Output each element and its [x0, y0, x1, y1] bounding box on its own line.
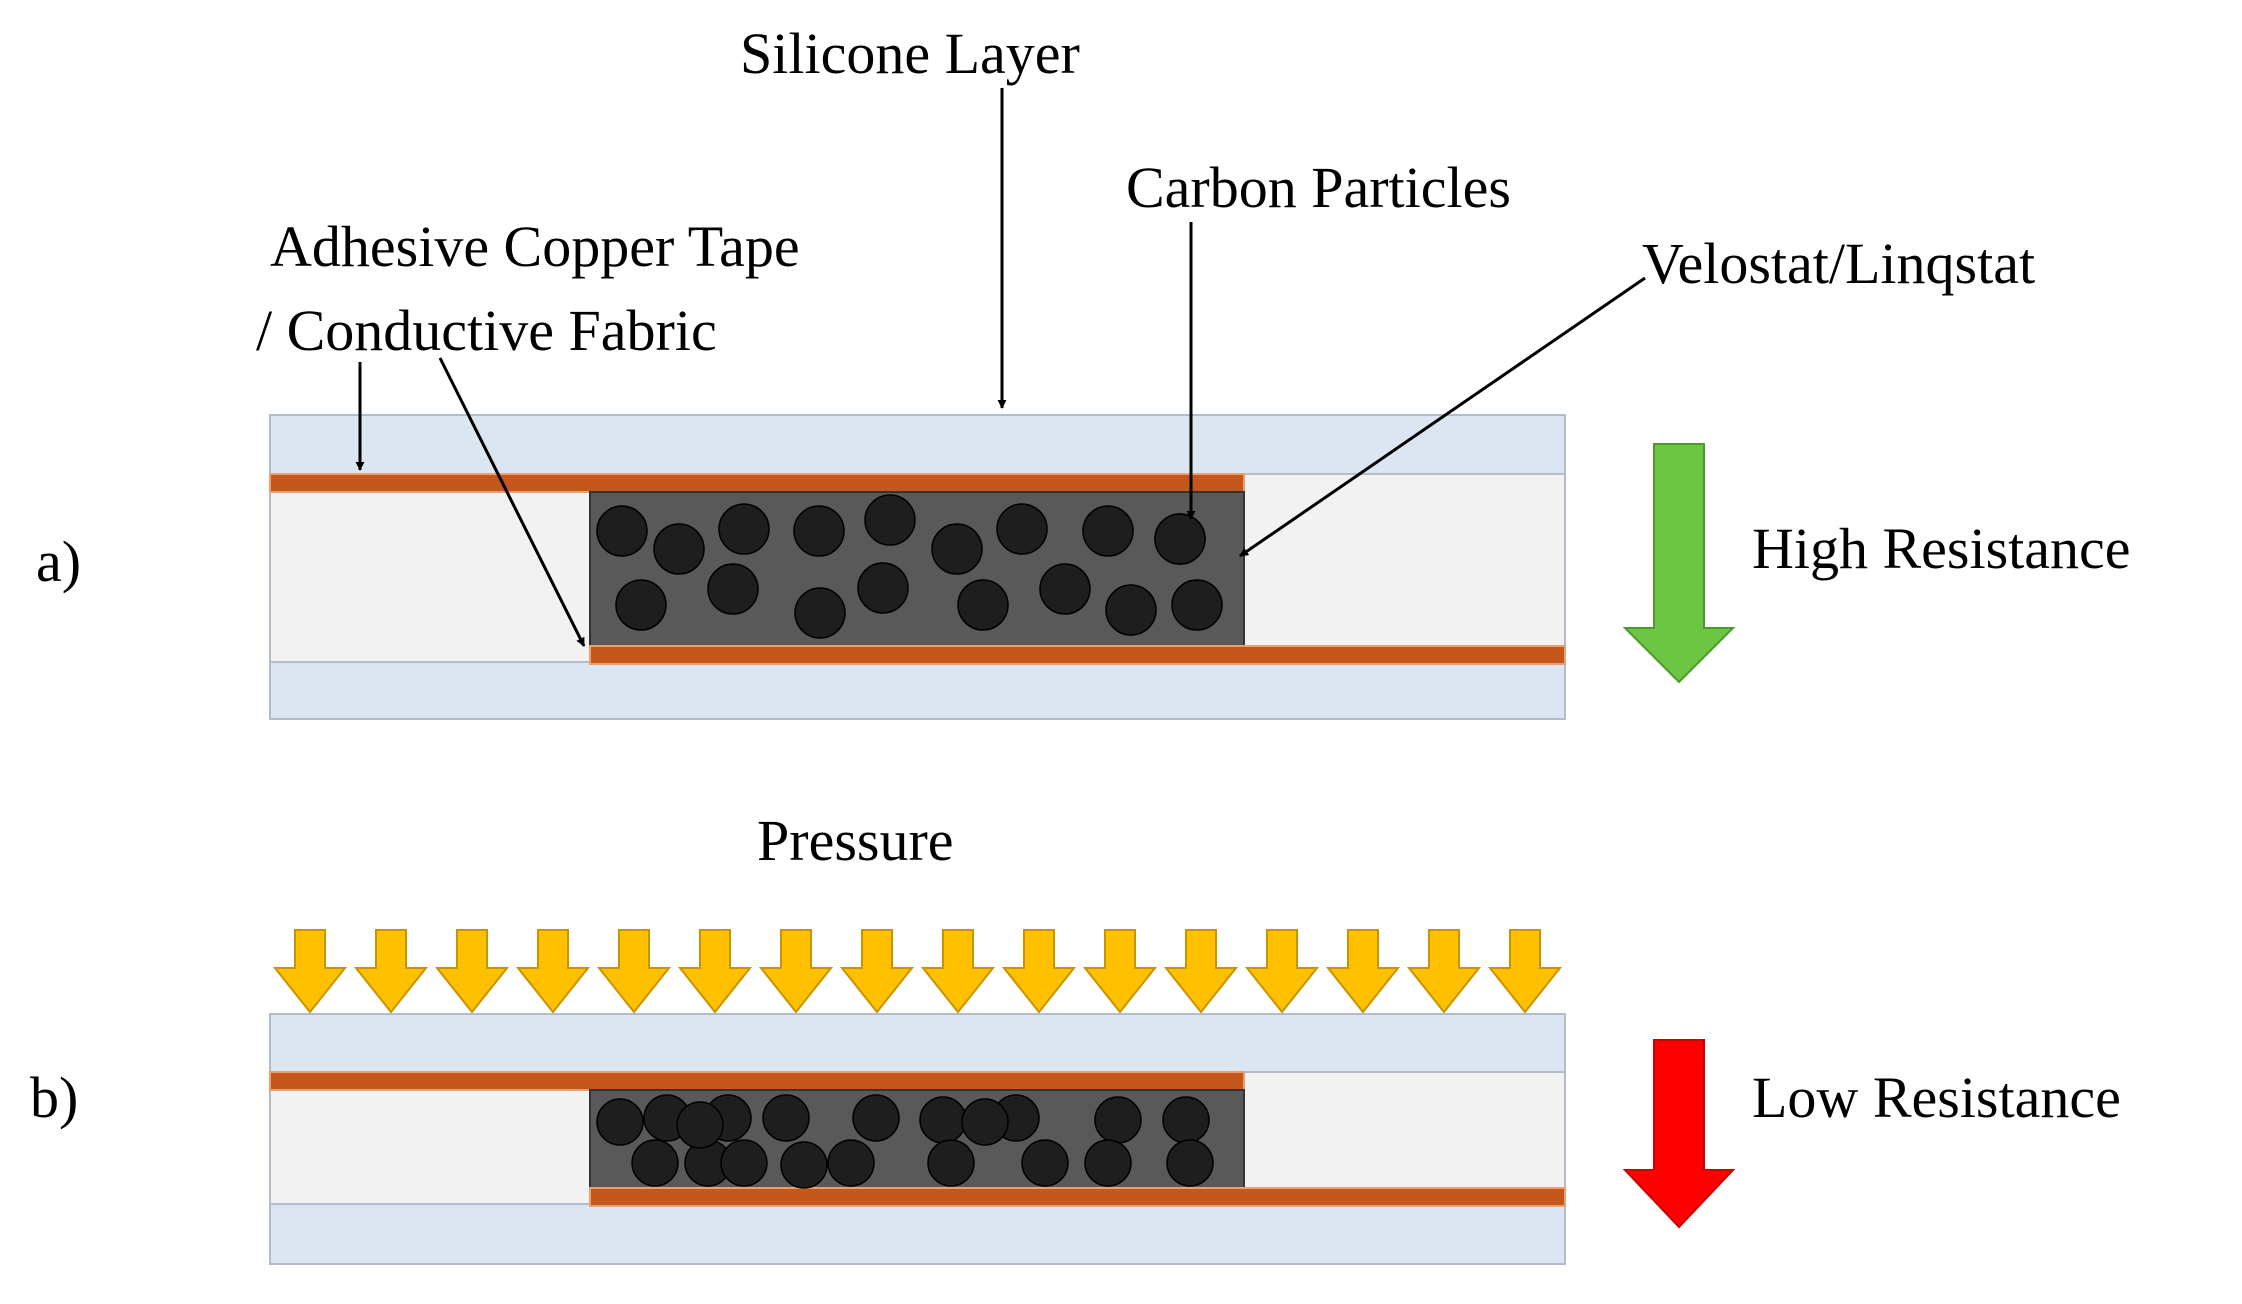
carbon-particles-label: Carbon Particles: [1126, 155, 1511, 220]
carbon-particle: [1021, 1139, 1069, 1187]
pressure-arrow-icon: [920, 929, 996, 1014]
carbon-particle: [852, 1094, 900, 1142]
carbon-particle: [1166, 1139, 1214, 1187]
carbon-particle: [1084, 1139, 1132, 1187]
carbon-particle: [1094, 1096, 1142, 1144]
carbon-particle: [1105, 584, 1157, 636]
carbon-particle: [957, 579, 1009, 631]
silicone-layer-bottom-b: [269, 1203, 1566, 1265]
carbon-particle: [794, 587, 846, 639]
pressure-arrow-icon: [353, 929, 429, 1014]
pressure-arrow-icon: [1325, 929, 1401, 1014]
pressure-label: Pressure: [757, 808, 954, 873]
copper-tape-bottom-b: [589, 1187, 1566, 1207]
copper-tape-top-a: [269, 473, 1245, 493]
high-resistance-arrow-icon: [1622, 443, 1736, 684]
carbon-particle: [961, 1098, 1009, 1146]
low-resistance-arrow-icon: [1622, 1039, 1736, 1229]
pressure-arrow-icon: [1487, 929, 1563, 1014]
carbon-particle: [857, 562, 909, 614]
adhesive-copper-tape-label: Adhesive Copper Tape: [270, 214, 800, 279]
carbon-particles-b: [596, 1094, 1214, 1189]
carbon-particles-a: [596, 494, 1223, 639]
pressure-arrow-icon: [1082, 929, 1158, 1014]
pressure-arrow-icon: [1163, 929, 1239, 1014]
callout-lines: [355, 88, 1646, 647]
pressure-arrows: [272, 929, 1563, 1014]
carbon-particle: [762, 1094, 810, 1142]
carbon-particle: [596, 1098, 644, 1146]
pressure-arrow-icon: [272, 929, 348, 1014]
high-resistance-label: High Resistance: [1752, 516, 2131, 581]
carbon-particle: [720, 1139, 768, 1187]
pressure-arrow-icon: [515, 929, 591, 1014]
carbon-particle: [615, 579, 667, 631]
pressure-arrow-icon: [596, 929, 672, 1014]
carbon-particle: [631, 1139, 679, 1187]
carbon-particle: [718, 503, 770, 555]
silicone-layer-bottom-a: [269, 661, 1566, 720]
silicone-layer-top-b: [269, 1013, 1566, 1073]
carbon-particle: [1162, 1096, 1210, 1144]
carbon-particle: [919, 1096, 967, 1144]
panel-b: [269, 929, 1566, 1265]
velostat-label: Velostat/Linqstat: [1642, 231, 2035, 296]
carbon-particle: [931, 523, 983, 575]
carbon-particle: [707, 563, 759, 615]
panel-a: [269, 414, 1566, 720]
carbon-particle: [1171, 579, 1223, 631]
conductive-fabric-callout-line: [438, 357, 586, 647]
pressure-arrow-icon: [839, 929, 915, 1014]
panel-b-label: b): [30, 1065, 78, 1130]
carbon-particle: [927, 1139, 975, 1187]
copper-tape-top-b: [269, 1071, 1245, 1091]
carbon-particle: [864, 494, 916, 546]
pressure-arrow-icon: [758, 929, 834, 1014]
pressure-arrow-icon: [677, 929, 753, 1014]
carbon-particle: [596, 505, 648, 557]
pressure-arrow-icon: [434, 929, 510, 1014]
carbon-particle: [653, 523, 705, 575]
panel-a-label: a): [36, 529, 81, 594]
silicone-layer-top-a: [269, 414, 1566, 475]
carbon-particle: [1082, 505, 1134, 557]
conductive-fabric-label: / Conductive Fabric: [256, 298, 717, 363]
carbon-particle: [780, 1141, 828, 1189]
pressure-arrow-icon: [1406, 929, 1482, 1014]
carbon-particle: [996, 503, 1048, 555]
copper-tape-bottom-a: [589, 645, 1566, 665]
velostat-callout-line: [1239, 276, 1646, 558]
carbon-particle: [793, 505, 845, 557]
carbon-particle: [676, 1101, 724, 1149]
carbon-particle: [827, 1139, 875, 1187]
carbon-particle: [1154, 513, 1206, 565]
pressure-arrow-icon: [1244, 929, 1320, 1014]
silicone-layer-label: Silicone Layer: [740, 21, 1080, 86]
low-resistance-label: Low Resistance: [1752, 1065, 2121, 1130]
carbon-particle: [1039, 563, 1091, 615]
pressure-arrow-icon: [1001, 929, 1077, 1014]
